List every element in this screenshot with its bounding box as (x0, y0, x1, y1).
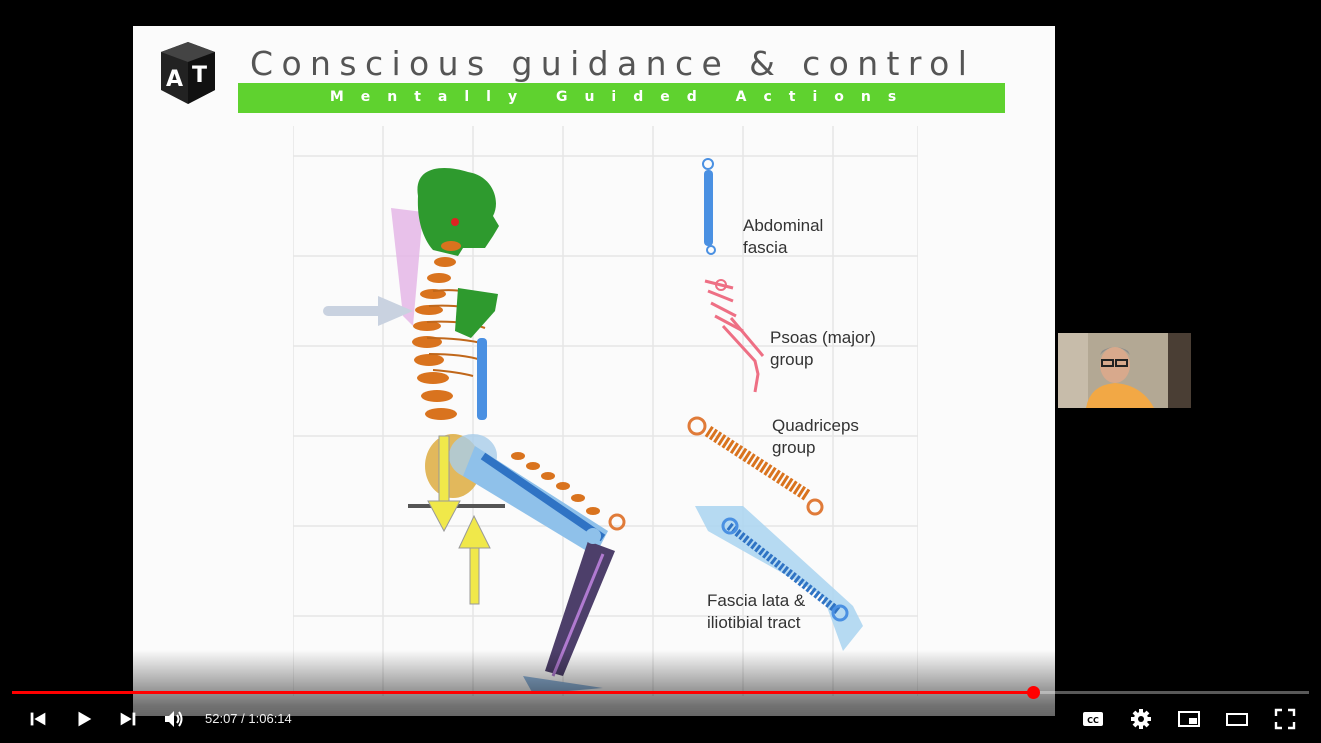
quadriceps-label: Quadriceps group (772, 415, 859, 459)
video-frame-slide: A T Conscious guidance & control Mentall… (133, 26, 1055, 716)
time-separator: / (237, 711, 249, 726)
next-button[interactable] (114, 705, 142, 733)
play-button[interactable] (70, 705, 98, 733)
anatomy-illustration (323, 158, 863, 694)
at-logo: A T (161, 42, 215, 104)
progress-played (12, 691, 1033, 694)
presenter-image (1058, 333, 1191, 408)
settings-icon (1131, 709, 1151, 729)
captions-icon: CC (1083, 712, 1103, 726)
play-icon (78, 711, 92, 727)
captions-button[interactable]: CC (1079, 705, 1107, 733)
previous-button[interactable] (24, 705, 52, 733)
label-line: Quadriceps (772, 416, 859, 435)
quadriceps-diagram (687, 416, 824, 516)
fascia-lata-diagram (695, 506, 863, 651)
miniplayer-icon (1178, 711, 1200, 727)
fullscreen-button[interactable] (1271, 705, 1299, 733)
previous-icon (30, 712, 46, 726)
theater-icon (1226, 713, 1248, 726)
progress-bar[interactable] (12, 686, 1309, 699)
push-arrow-icon (323, 296, 413, 326)
miniplayer-button[interactable] (1175, 705, 1203, 733)
label-line: Psoas (major) (770, 328, 876, 347)
fullscreen-icon (1274, 708, 1296, 730)
theater-button[interactable] (1223, 705, 1251, 733)
label-line: iliotibial tract (707, 613, 801, 632)
logo-letter-a: A (166, 67, 183, 92)
next-icon (120, 712, 136, 726)
svg-text:CC: CC (1087, 716, 1099, 725)
volume-button[interactable] (160, 705, 188, 733)
label-line: fascia (743, 238, 788, 257)
label-line: group (772, 438, 816, 457)
logo-letter-t: T (192, 63, 207, 88)
controls-gradient (0, 650, 1321, 743)
psoas-label: Psoas (major) group (770, 327, 876, 371)
scrubber-handle[interactable] (1026, 686, 1040, 699)
slide-title: Conscious guidance & control (250, 44, 976, 83)
abdominal-fascia-label: Abdominal fascia (743, 215, 823, 259)
presenter-webcam (1058, 333, 1191, 408)
slide-subtitle: Mentally Guided Actions (329, 89, 914, 105)
current-time: 52:07 (205, 711, 238, 726)
label-line: group (770, 350, 814, 369)
time-display: 52:07 / 1:06:14 (205, 711, 292, 726)
duration: 1:06:14 (248, 711, 292, 726)
subtitle-banner: Mentally Guided Actions (238, 83, 1005, 113)
settings-button[interactable] (1127, 705, 1155, 733)
label-line: Fascia lata & (707, 591, 806, 610)
abdominal-fascia-diagram (702, 158, 716, 255)
volume-icon (165, 711, 183, 727)
fascia-lata-label: Fascia lata & iliotibial tract (707, 590, 805, 634)
label-line: Abdominal (743, 216, 824, 235)
psoas-diagram (704, 279, 765, 393)
